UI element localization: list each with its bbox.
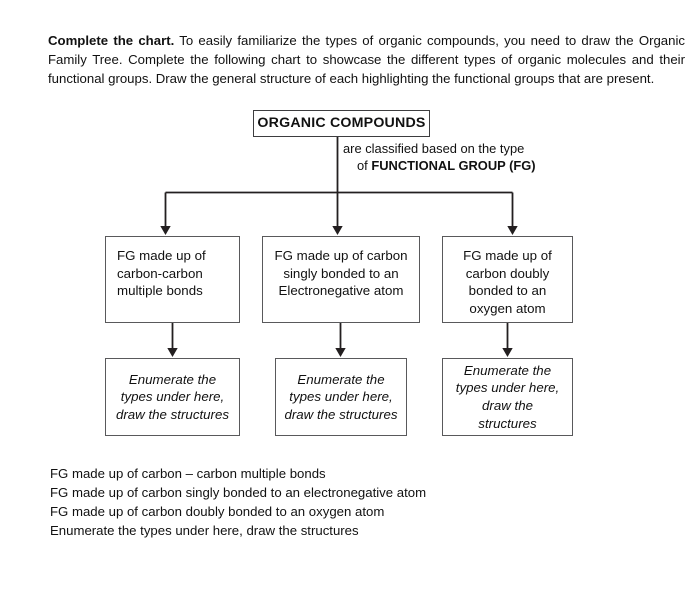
footer-note-line: FG made up of carbon – carbon multiple b…	[50, 466, 326, 481]
arrowhead-down-6	[502, 348, 513, 357]
footer-note-line: FG made up of carbon singly bonded to an…	[50, 485, 427, 500]
node-enumerate-types-1: Enumerate the types under here, draw the…	[105, 358, 240, 436]
instruction-paragraph: Complete the chart. To easily familiariz…	[48, 31, 685, 88]
node-fg-singly-bonded-electronegative: FG made up of carbon singly bonded to an…	[262, 236, 420, 323]
node-fg-doubly-bonded-oxygen: FG made up of carbon doubly bonded to an…	[442, 236, 573, 323]
node-fg-singly-bonded-electronegative-label: FG made up of carbon singly bonded to an…	[274, 248, 408, 299]
functional-group-emphasis: FUNCTIONAL GROUP (FG)	[371, 157, 536, 173]
arrowhead-down-2	[332, 226, 343, 235]
footer-note-line: FG made up of carbon doubly bonded to an…	[50, 504, 385, 519]
arrowhead-down-4	[167, 348, 178, 357]
node-enumerate-types-2: Enumerate the types under here, draw the…	[275, 358, 407, 436]
instruction-lead: Complete the chart.	[48, 33, 175, 49]
instruction-body: To easily familiarize the types of organ…	[48, 33, 685, 87]
node-fg-carbon-carbon-multiple-bonds-label: FG made up of carbon-carbon multiple bon…	[117, 248, 206, 299]
node-organic-compounds-label: ORGANIC COMPOUNDS	[257, 114, 426, 131]
classification-caption-line-2: of FUNCTIONAL GROUP (FG)	[343, 158, 603, 175]
classification-caption-prefix: of	[357, 157, 372, 173]
footer-note-line: Enumerate the types under here, draw the…	[50, 523, 359, 538]
node-fg-doubly-bonded-oxygen-label: FG made up of carbon doubly bonded to an…	[463, 248, 552, 316]
arrowhead-down-5	[335, 348, 346, 357]
node-enumerate-types-1-label: Enumerate the types under here, draw the…	[115, 371, 230, 422]
node-enumerate-types-2-label: Enumerate the types under here, draw the…	[284, 371, 398, 422]
classification-caption-line-1: are classified based on the type	[343, 141, 525, 156]
classification-caption: are classified based on the type of FUNC…	[343, 141, 603, 174]
arrowhead-down-1	[160, 226, 171, 235]
arrowhead-down-3	[507, 226, 518, 235]
node-enumerate-types-3-label: Enumerate the types under here, draw the…	[455, 362, 560, 431]
node-enumerate-types-3: Enumerate the types under here, draw the…	[442, 358, 573, 436]
footer-notes: FG made up of carbon – carbon multiple b…	[50, 464, 650, 540]
node-fg-carbon-carbon-multiple-bonds: FG made up of carbon-carbon multiple bon…	[105, 236, 240, 323]
node-organic-compounds: ORGANIC COMPOUNDS	[253, 110, 430, 137]
